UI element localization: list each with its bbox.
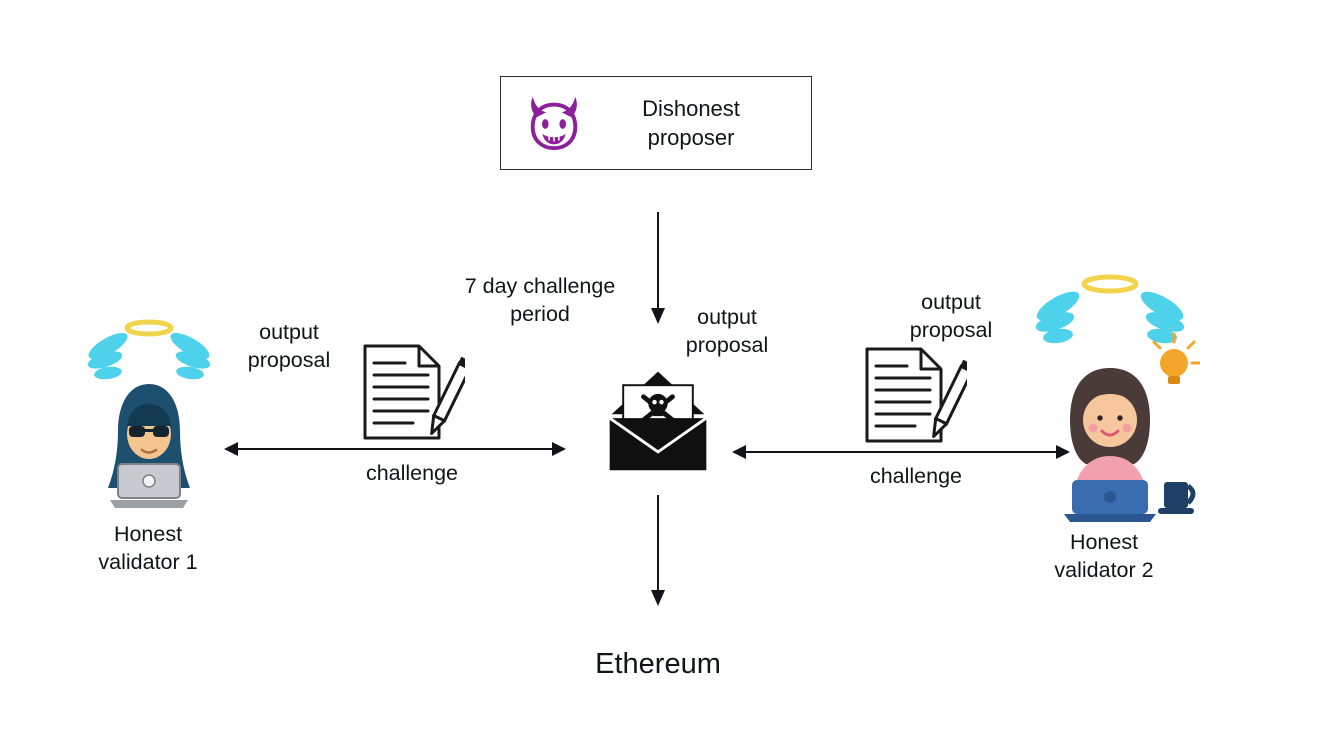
dishonest-proposer-label: Dishonest proposer bbox=[642, 95, 740, 150]
validator2-label: Honest validator 2 bbox=[1054, 530, 1154, 583]
arrow-validator2-output bbox=[732, 445, 1070, 459]
challenge-label-left: challenge bbox=[365, 461, 459, 485]
angel-wings-icon bbox=[87, 333, 211, 380]
coffee-mug-icon bbox=[1158, 482, 1196, 514]
pencil-icon bbox=[932, 359, 967, 438]
arrow-validator1-output bbox=[224, 442, 566, 456]
skull-crossbones-icon bbox=[641, 393, 675, 423]
dishonest-proposer-node: Dishonest proposer bbox=[500, 76, 812, 170]
validator1-label: Honest validator 1 bbox=[98, 522, 198, 575]
devil-icon bbox=[523, 92, 585, 154]
angel-wings-icon bbox=[1035, 291, 1185, 344]
lightbulb-icon bbox=[1152, 332, 1200, 384]
envelope-skull-icon bbox=[600, 362, 716, 478]
pencil-icon bbox=[430, 356, 465, 435]
hooded-validator-icon bbox=[84, 318, 214, 518]
halo-icon bbox=[124, 319, 174, 337]
output-proposal-label-center: output proposal bbox=[685, 305, 769, 358]
output-proposal-label-right: output proposal bbox=[909, 290, 993, 343]
challenge-period-label: 7 day challenge period bbox=[464, 274, 616, 327]
arrow-output-to-ethereum bbox=[651, 495, 665, 606]
challenge-label-right: challenge bbox=[869, 464, 963, 488]
output-proposal-label-left: output proposal bbox=[247, 320, 331, 373]
ethereum-label: Ethereum bbox=[595, 648, 721, 680]
arrow-proposer-to-output bbox=[651, 212, 665, 324]
halo-icon bbox=[1081, 274, 1139, 294]
woman-validator-icon bbox=[1030, 268, 1200, 523]
document-pencil-icon-left bbox=[355, 342, 465, 442]
laptop-icon bbox=[1064, 480, 1156, 522]
document-pencil-icon-right bbox=[857, 345, 967, 445]
laptop-icon bbox=[110, 463, 188, 508]
